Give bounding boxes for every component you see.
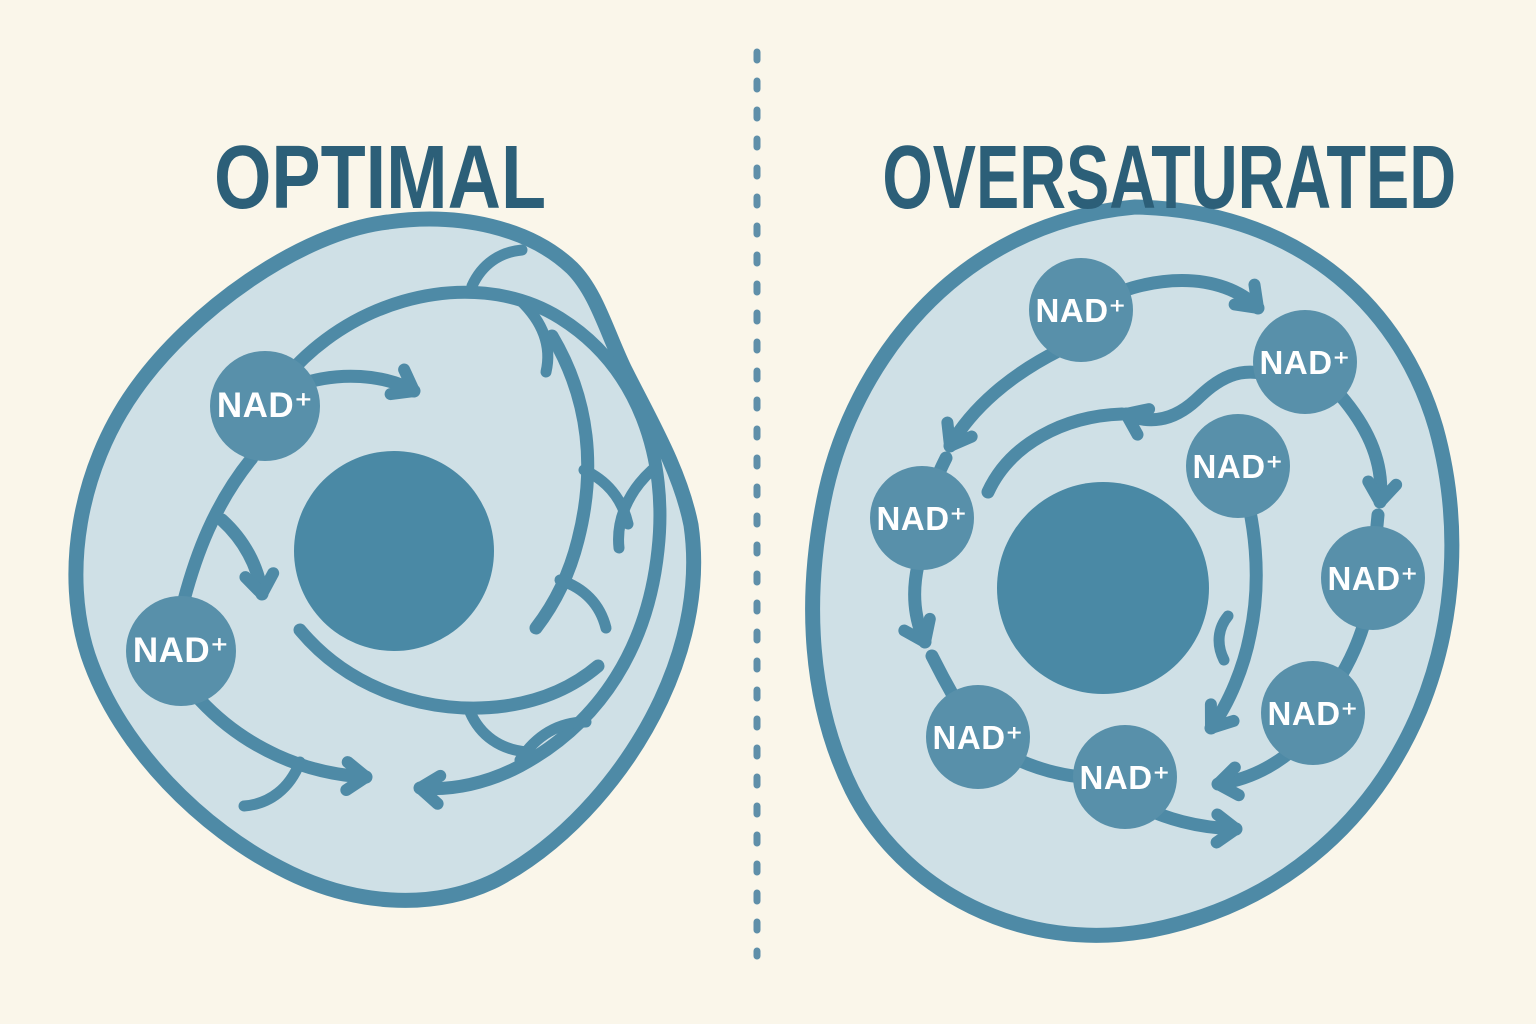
nad-node-label: NAD⁺: [1327, 559, 1419, 597]
left-cell: [68, 211, 702, 908]
nad-node-label: NAD⁺: [1192, 447, 1284, 485]
nad-node-label: NAD⁺: [876, 499, 968, 537]
nad-node-label: NAD⁺: [932, 718, 1024, 756]
nad-node-label: NAD⁺: [216, 386, 314, 425]
nad-node: NAD⁺: [1073, 725, 1177, 829]
nad-node: NAD⁺: [1261, 661, 1365, 765]
nad-node: NAD⁺: [926, 685, 1030, 789]
nad-node: NAD⁺: [126, 596, 236, 706]
nad-node: NAD⁺: [1029, 258, 1133, 362]
nad-node-label: NAD⁺: [1267, 694, 1359, 732]
nad-node: NAD⁺: [1321, 526, 1425, 630]
left-cell-nucleus: [294, 451, 494, 651]
left-panel-title: OPTIMAL: [213, 128, 547, 229]
nad-node: NAD⁺: [1253, 310, 1357, 414]
nad-node: NAD⁺: [1186, 414, 1290, 518]
right-panel-title: OVERSATURATED: [882, 128, 1457, 229]
right-cell-nucleus: [997, 482, 1209, 694]
nad-node-label: NAD⁺: [1079, 758, 1171, 796]
nad-node: NAD⁺: [870, 466, 974, 570]
nad-node-label: NAD⁺: [1259, 343, 1351, 381]
nad-node-label: NAD⁺: [132, 631, 230, 670]
nad-node-label: NAD⁺: [1035, 291, 1127, 329]
nad-node: NAD⁺: [210, 351, 320, 461]
